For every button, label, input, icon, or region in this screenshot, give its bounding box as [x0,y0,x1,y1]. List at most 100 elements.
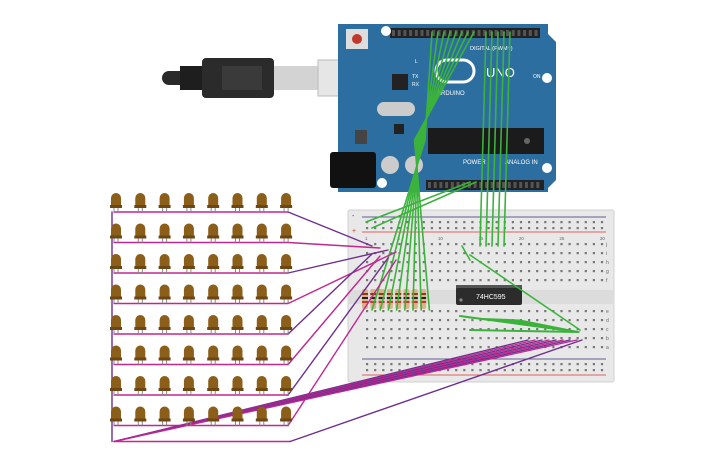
led-icon[interactable] [207,254,220,273]
breadboard-hole[interactable] [576,369,579,372]
breadboard-hole[interactable] [438,337,442,340]
breadboard-hole[interactable] [600,346,604,349]
breadboard-hole[interactable] [568,310,571,313]
breadboard-hole[interactable] [438,319,442,322]
breadboard-hole[interactable] [422,328,425,331]
led-icon[interactable] [110,345,122,365]
breadboard-hole[interactable] [374,328,377,331]
led-icon[interactable] [158,315,171,334]
breadboard-hole[interactable] [495,363,498,366]
header-pin[interactable] [409,30,413,36]
breadboard-hole[interactable] [366,310,369,313]
header-pin[interactable] [477,30,481,36]
breadboard-hole[interactable] [422,270,425,273]
breadboard-hole[interactable] [568,279,571,282]
breadboard-hole[interactable] [471,319,474,322]
breadboard-hole[interactable] [592,310,595,313]
breadboard-hole[interactable] [374,243,377,246]
breadboard-hole[interactable] [382,337,385,340]
breadboard-hole[interactable] [430,346,433,349]
wire[interactable] [395,31,451,311]
led-icon[interactable] [134,284,147,304]
breadboard-hole[interactable] [584,369,587,372]
led-icon[interactable] [207,345,220,365]
breadboard-hole[interactable] [479,270,482,273]
breadboard-hole[interactable] [503,337,506,340]
breadboard-hole[interactable] [390,346,393,349]
breadboard-hole[interactable] [568,221,571,224]
breadboard-hole[interactable] [576,337,579,340]
breadboard-hole[interactable] [519,310,523,313]
led-icon[interactable] [158,406,171,426]
breadboard-hole[interactable] [560,221,563,224]
header-pin[interactable] [426,30,430,36]
led-icon[interactable] [158,345,171,365]
breadboard-hole[interactable] [487,279,490,282]
breadboard-hole[interactable] [536,243,539,246]
breadboard-hole[interactable] [414,270,417,273]
breadboard-hole[interactable] [382,221,385,224]
breadboard-hole[interactable] [584,328,587,331]
header-pin[interactable] [488,30,492,36]
header-pin[interactable] [450,182,454,188]
breadboard-hole[interactable] [511,227,514,230]
breadboard-hole[interactable] [447,252,450,255]
breadboard-hole[interactable] [422,261,425,264]
breadboard-hole[interactable] [398,369,401,372]
breadboard-hole[interactable] [414,252,417,255]
breadboard-hole[interactable] [455,310,458,313]
breadboard-hole[interactable] [463,261,466,264]
breadboard-hole[interactable] [544,252,547,255]
breadboard-hole[interactable] [455,261,458,264]
breadboard-hole[interactable] [382,328,385,331]
breadboard-hole[interactable] [495,279,498,282]
breadboard-hole[interactable] [374,310,377,313]
wire[interactable] [412,31,463,311]
breadboard-hole[interactable] [479,310,482,313]
breadboard-hole[interactable] [430,310,433,313]
breadboard-hole[interactable] [560,279,563,282]
breadboard-hole[interactable] [503,363,506,366]
header-pin[interactable] [483,30,487,36]
led-icon[interactable] [280,193,293,212]
header-pin[interactable] [507,182,511,188]
breadboard-hole[interactable] [519,243,523,246]
led-icon[interactable] [110,315,122,334]
breadboard-hole[interactable] [584,243,587,246]
breadboard-hole[interactable] [600,369,604,372]
breadboard-hole[interactable] [471,279,474,282]
led-icon[interactable] [182,193,195,212]
breadboard-hole[interactable] [390,279,393,282]
led-icon[interactable] [231,345,244,365]
led-icon[interactable] [231,376,244,395]
wire[interactable] [371,181,477,229]
header-pin[interactable] [500,30,504,36]
header-pin[interactable] [523,30,527,36]
breadboard-hole[interactable] [414,310,417,313]
led-icon[interactable] [255,376,268,395]
breadboard-hole[interactable] [544,279,547,282]
wire[interactable] [497,31,505,247]
breadboard-hole[interactable] [519,221,523,224]
breadboard-hole[interactable] [592,363,595,366]
breadboard-hole[interactable] [471,363,474,366]
breadboard-hole[interactable] [471,310,474,313]
breadboard-hole[interactable] [455,346,458,349]
breadboard-hole[interactable] [479,363,482,366]
breadboard-hole[interactable] [487,310,490,313]
wire[interactable] [365,181,471,223]
breadboard-hole[interactable] [487,243,490,246]
breadboard-hole[interactable] [382,319,385,322]
breadboard-hole[interactable] [463,328,466,331]
breadboard-hole[interactable] [536,337,539,340]
breadboard-hole[interactable] [463,279,466,282]
breadboard-hole[interactable] [584,221,587,224]
breadboard-hole[interactable] [382,261,385,264]
breadboard-hole[interactable] [544,369,547,372]
breadboard-hole[interactable] [390,270,393,273]
breadboard-hole[interactable] [560,243,563,246]
breadboard-hole[interactable] [528,328,531,331]
breadboard-hole[interactable] [503,270,506,273]
breadboard-hole[interactable] [398,346,401,349]
breadboard-hole[interactable] [600,337,604,340]
